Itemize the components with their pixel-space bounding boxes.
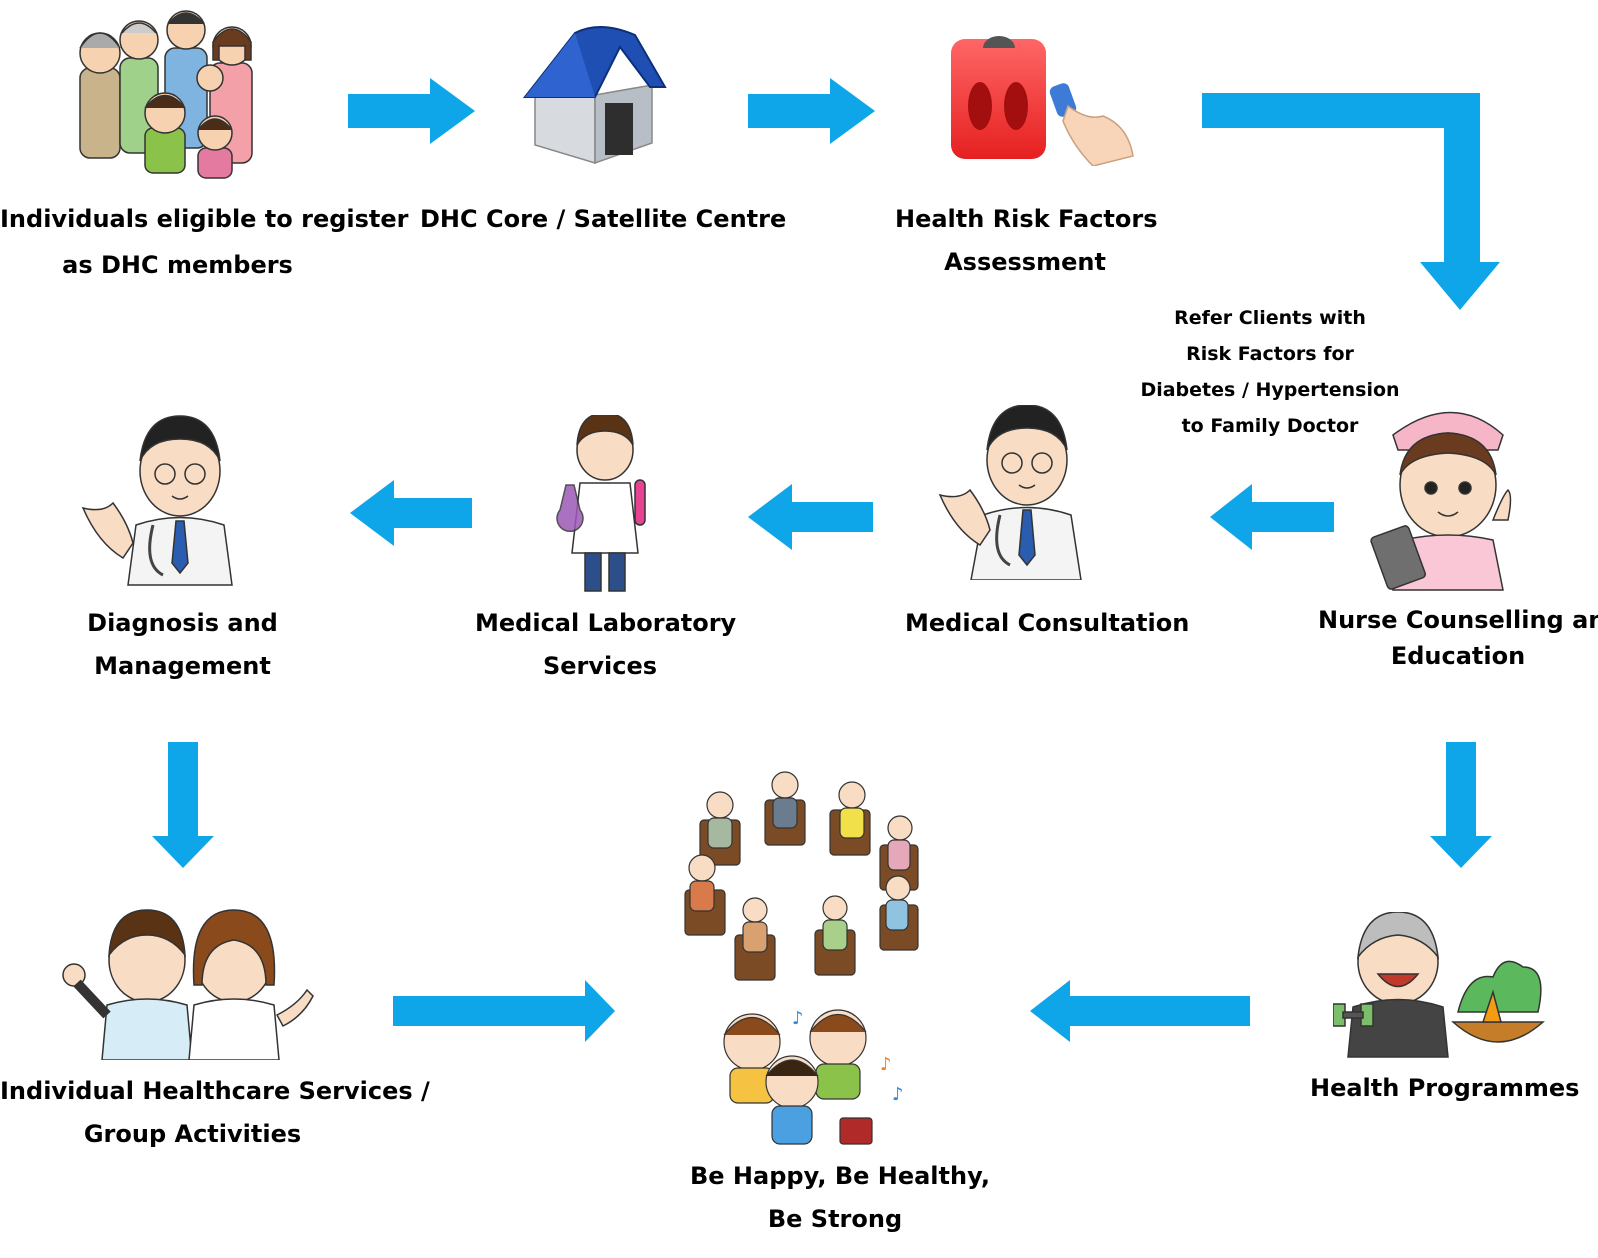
node-label: Services bbox=[542, 652, 658, 680]
svg-text:♪: ♪ bbox=[892, 1084, 904, 1105]
node-risk-assessment: Health Risk Factors Assessment bbox=[895, 198, 1158, 284]
node-label: Health Programmes bbox=[1310, 1074, 1580, 1102]
family-icon bbox=[79, 10, 253, 179]
note-line: Refer Clients with bbox=[1174, 307, 1366, 329]
nurse-icon bbox=[1370, 411, 1512, 591]
node-laboratory: Medical Laboratory Services bbox=[475, 602, 737, 688]
note-line: Risk Factors for bbox=[1186, 343, 1354, 365]
node-label: Education bbox=[1390, 642, 1526, 670]
house-icon bbox=[522, 25, 667, 165]
node-individual-services: Individual Healthcare Services / Group A… bbox=[0, 1070, 430, 1156]
node-label: Medical Laboratory bbox=[475, 609, 737, 637]
arrow-diagnosis-to-services bbox=[152, 742, 214, 868]
arrow-services-to-outcome bbox=[393, 980, 615, 1042]
arrow-centre-to-assessment bbox=[748, 78, 875, 144]
exercise-vegetables-icon bbox=[1333, 912, 1545, 1058]
arrow-programmes-to-outcome bbox=[1030, 980, 1250, 1042]
node-nurse: Nurse Counselling and Education bbox=[1318, 602, 1598, 674]
scale-oximeter-icon bbox=[951, 36, 1134, 166]
note-line: Diabetes / Hypertension bbox=[1140, 379, 1400, 401]
node-label: as DHC members bbox=[62, 251, 293, 279]
node-label: Nurse Counselling and bbox=[1318, 606, 1598, 634]
node-label: Individuals eligible to register bbox=[0, 205, 409, 233]
node-health-programmes: Health Programmes bbox=[1310, 1067, 1580, 1110]
lab-technician-icon bbox=[556, 415, 646, 592]
node-label: Be Happy, Be Healthy, bbox=[690, 1162, 990, 1190]
doctor-icon bbox=[938, 405, 1082, 580]
node-label: Assessment bbox=[944, 248, 1106, 276]
svg-text:♪: ♪ bbox=[792, 1008, 804, 1029]
node-label: Health Risk Factors bbox=[895, 205, 1158, 233]
svg-text:♪: ♪ bbox=[880, 1054, 892, 1075]
arrow-assessment-to-nurse bbox=[1202, 93, 1500, 310]
arrow-laboratory-to-diagnosis bbox=[350, 480, 472, 546]
arrow-nurse-to-consultation bbox=[1210, 484, 1334, 550]
node-consultation: Medical Consultation bbox=[905, 602, 1190, 645]
arrow-consultation-to-laboratory bbox=[748, 484, 873, 550]
node-dhc-centre: DHC Core / Satellite Centre bbox=[420, 198, 787, 241]
node-label: Group Activities bbox=[83, 1120, 302, 1148]
node-individuals: Individuals eligible to register as DHC … bbox=[0, 198, 409, 287]
node-diagnosis: Diagnosis and Management bbox=[60, 602, 305, 688]
doctor-icon bbox=[81, 415, 233, 586]
node-outcome: Be Happy, Be Healthy, Be Strong bbox=[690, 1155, 990, 1241]
node-label: Medical Consultation bbox=[905, 609, 1190, 637]
node-label: Diagnosis and bbox=[87, 609, 278, 637]
node-label: Management bbox=[94, 652, 271, 680]
arrow-nurse-to-programmes bbox=[1430, 742, 1492, 868]
healthcare-workers-icon bbox=[62, 909, 314, 1060]
note-line: to Family Doctor bbox=[1181, 415, 1359, 437]
node-label: Be Strong bbox=[767, 1205, 903, 1233]
arrow-individuals-to-centre bbox=[348, 78, 475, 144]
group-activity-icon: ♪ ♪ ♪ bbox=[684, 771, 919, 1145]
node-label: DHC Core / Satellite Centre bbox=[420, 205, 787, 233]
referral-note: Refer Clients with Risk Factors for Diab… bbox=[1125, 300, 1415, 444]
node-label: Individual Healthcare Services / bbox=[0, 1077, 430, 1105]
